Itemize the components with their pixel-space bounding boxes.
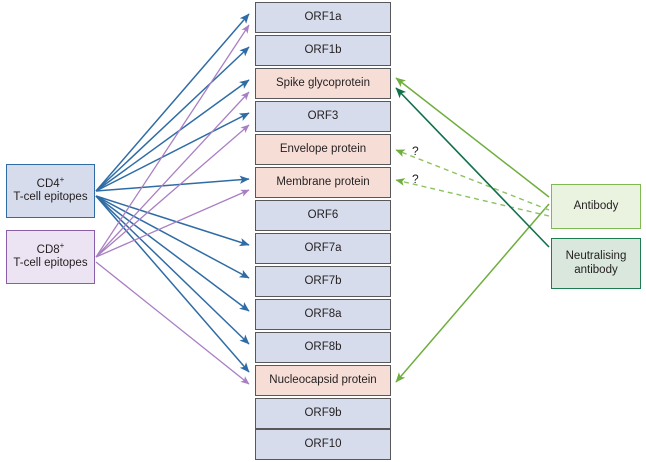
gene-label: ORF6 — [307, 208, 339, 221]
gene-label: ORF8b — [304, 340, 342, 353]
edge-antibody-envelope — [395, 149, 550, 211]
edge-cd8-orf3 — [95, 124, 250, 258]
gene-box-membrane[interactable]: Membrane protein — [255, 167, 391, 198]
edge-antibody-membrane — [395, 178, 550, 217]
antibody-dashed-edges — [395, 149, 550, 217]
gene-box-spike[interactable]: Spike glycoprotein — [255, 68, 391, 99]
gene-label: ORF7a — [304, 241, 342, 254]
gene-label: ORF7b — [304, 274, 342, 287]
gene-label: ORF8a — [304, 307, 342, 320]
node-cd4-tcell-epitopes[interactable]: CD4+ T-cell epitopes — [6, 164, 95, 218]
gene-box-orf6[interactable]: ORF6 — [255, 200, 391, 231]
gene-label: Membrane protein — [276, 175, 370, 188]
edge-cd4-spike — [95, 79, 250, 192]
gene-box-orf7b[interactable]: ORF7b — [255, 266, 391, 297]
gene-label: Nucleocapsid protein — [269, 373, 377, 386]
neutralising-line2: antibody — [574, 263, 618, 276]
gene-label: Envelope protein — [279, 142, 367, 155]
edge-cd8-spike — [95, 91, 250, 258]
gene-label: ORF1b — [304, 43, 342, 56]
edge-cd4-orf8a — [95, 195, 250, 312]
gene-box-orf10[interactable]: ORF10 — [255, 429, 391, 460]
node-antibody[interactable]: Antibody — [551, 184, 641, 229]
cd4-line2: T-cell epitopes — [13, 191, 88, 203]
gene-box-envelope[interactable]: Envelope protein — [255, 134, 391, 165]
cd8-line2: T-cell epitopes — [13, 257, 88, 269]
edge-antibody-spike — [395, 77, 550, 198]
node-neutralising-antibody[interactable]: Neutralising antibody — [551, 238, 641, 289]
edge-cd4-orf7b — [95, 195, 250, 279]
gene-box-orf8b[interactable]: ORF8b — [255, 332, 391, 363]
cd8-label-wrap: CD8+ T-cell epitopes — [13, 240, 88, 270]
question-mark-envelope: ? — [412, 144, 419, 158]
cd4-superscript: + — [59, 174, 65, 184]
cd8-superscript: + — [59, 240, 65, 250]
question-mark-membrane: ? — [412, 172, 419, 186]
cd4-edges — [95, 13, 250, 373]
cd4-line1: CD4 — [36, 177, 60, 190]
edge-cd8-nucleocapsid — [95, 261, 250, 385]
neutralising-label-wrap: Neutralising antibody — [566, 250, 627, 276]
edge-cd4-nucleocapsid — [95, 195, 250, 373]
edge-cd4-orf7a — [95, 195, 250, 247]
gene-label: ORF10 — [304, 437, 342, 450]
antibody-edges — [395, 77, 550, 383]
neutralising-edges — [395, 87, 550, 248]
cd8-edges — [95, 24, 250, 385]
gene-label: ORF3 — [307, 109, 339, 122]
edge-cd4-orf1a — [95, 13, 250, 192]
gene-box-orf1b[interactable]: ORF1b — [255, 35, 391, 66]
edge-cd8-membrane — [95, 189, 250, 258]
gene-box-orf7a[interactable]: ORF7a — [255, 233, 391, 264]
edge-cd8-orf1a — [95, 24, 250, 258]
gene-label: Spike glycoprotein — [276, 76, 370, 89]
gene-label: ORF9b — [304, 406, 342, 419]
neutralising-line1: Neutralising — [565, 250, 627, 263]
edge-neutralising-spike — [395, 87, 550, 248]
gene-box-nucleocapsid[interactable]: Nucleocapsid protein — [255, 365, 391, 396]
gene-label: ORF1a — [304, 10, 342, 23]
edge-cd4-orf3 — [95, 112, 250, 192]
node-cd8-tcell-epitopes[interactable]: CD8+ T-cell epitopes — [6, 230, 95, 284]
cd4-label-wrap: CD4+ T-cell epitopes — [13, 174, 88, 204]
cd8-line1: CD8 — [36, 243, 60, 256]
edge-cd4-orf8b — [95, 195, 250, 345]
edge-antibody-nucleocapsid — [395, 203, 550, 383]
gene-box-orf9b[interactable]: ORF9b — [255, 398, 391, 429]
edge-cd4-membrane — [95, 175, 250, 192]
antibody-label: Antibody — [573, 199, 619, 212]
gene-box-orf1a[interactable]: ORF1a — [255, 2, 391, 33]
edge-cd4-orf1b — [95, 46, 250, 192]
gene-box-orf8a[interactable]: ORF8a — [255, 299, 391, 330]
gene-box-orf3[interactable]: ORF3 — [255, 101, 391, 132]
